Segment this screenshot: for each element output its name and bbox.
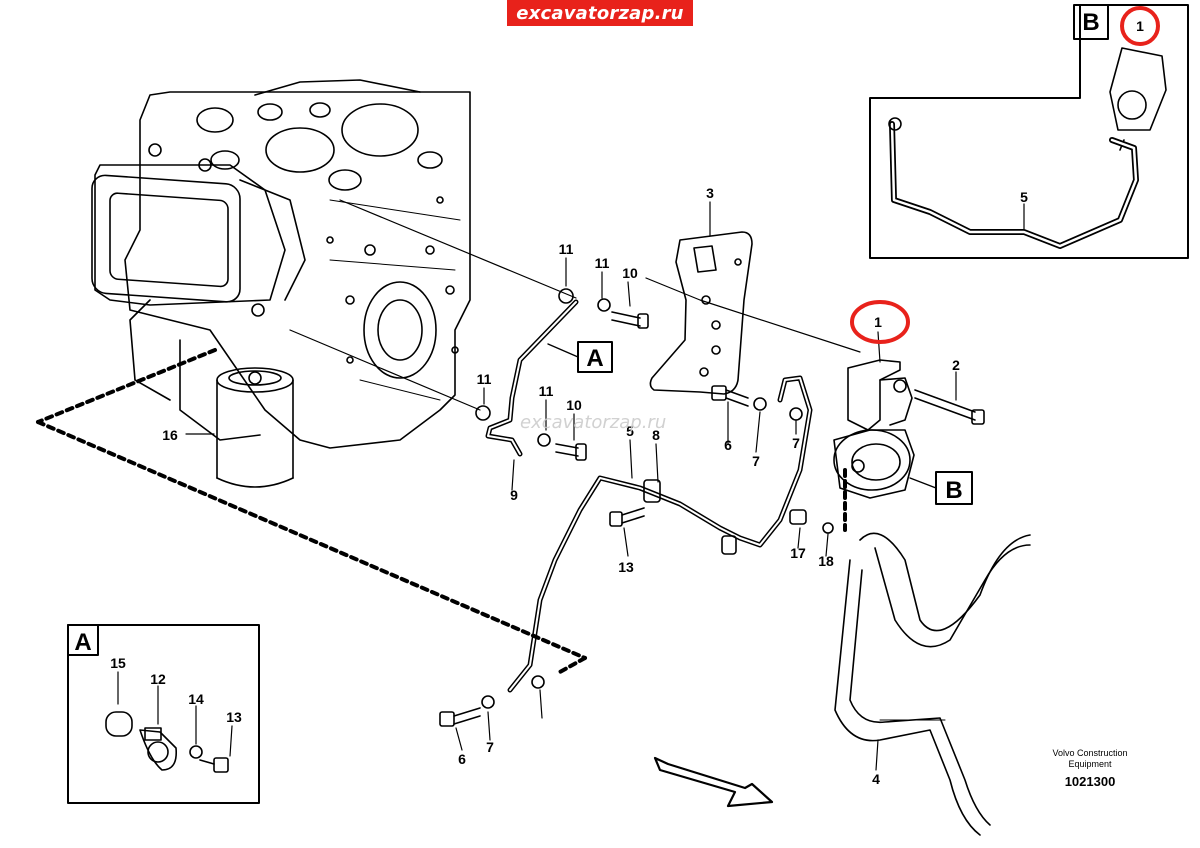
oil-cooler	[91, 143, 306, 317]
inset-view-b	[869, 4, 1189, 259]
bolt-10-lower	[475, 405, 587, 461]
bolt-6-upper	[711, 385, 803, 421]
callout-4: 4	[872, 771, 880, 787]
engine-block	[124, 79, 471, 449]
callout-1-inset: 1	[1136, 18, 1144, 34]
callout-11-b: 11	[595, 255, 610, 271]
callout-7-c: 7	[486, 739, 494, 755]
callout-6-lower: 6	[458, 751, 466, 767]
callout-leaders	[117, 201, 1025, 771]
clamp-8	[643, 479, 661, 503]
callout-5-inset: 5	[1020, 189, 1028, 205]
callout-7-b: 7	[792, 435, 800, 451]
pipe-5-inner	[509, 377, 811, 691]
drive-belt	[834, 532, 1031, 836]
highlight-ring-inset	[1120, 6, 1160, 46]
drawing-credit: Volvo Construction Equipment 1021300	[1030, 748, 1150, 789]
callout-2: 2	[952, 357, 960, 373]
inset-b-title: B	[1082, 9, 1099, 36]
view-b-label: B	[945, 477, 962, 504]
callout-13-main: 13	[618, 559, 634, 575]
callout-7-a: 7	[752, 453, 760, 469]
callout-14: 14	[188, 691, 204, 707]
oil-filter	[216, 367, 294, 488]
callout-17: 17	[790, 545, 806, 561]
inset-a-title: A	[74, 629, 91, 656]
callout-12: 12	[150, 671, 166, 687]
callout-1-main: 1	[874, 314, 882, 330]
view-a-label: A	[586, 345, 603, 372]
view-a-marker	[547, 341, 613, 373]
credit-company: Volvo Construction	[1052, 748, 1128, 758]
view-b-marker	[909, 471, 973, 505]
callout-11-a: 11	[559, 241, 574, 257]
leader-lines	[289, 199, 861, 411]
credit-company-line2: Equipment	[1068, 759, 1112, 769]
pump-unit	[833, 359, 915, 499]
bolt-6-lower	[439, 675, 545, 727]
bolt-10-upper	[558, 288, 649, 329]
direction-arrow	[653, 756, 774, 808]
callout-8: 8	[652, 427, 660, 443]
callout-11-d: 11	[539, 383, 554, 399]
highlight-ring-main	[850, 300, 910, 344]
projection-dashes	[36, 348, 847, 674]
bolt-2	[914, 389, 985, 425]
callout-15: 15	[110, 655, 126, 671]
site-watermark-faint: excavatorzap.ru	[520, 412, 667, 433]
callout-6-upper: 6	[724, 437, 732, 453]
fitting-end	[721, 535, 737, 555]
callout-18: 18	[818, 553, 834, 569]
callout-9: 9	[510, 487, 518, 503]
bolt-13	[609, 507, 645, 527]
callout-3: 3	[706, 185, 714, 201]
callout-10-lower: 10	[566, 397, 582, 413]
callout-16: 16	[162, 427, 178, 443]
drawing-number: 1021300	[1064, 774, 1116, 789]
callout-11-c: 11	[477, 371, 492, 387]
pipe-9-inner	[487, 301, 577, 455]
inset-view-a	[67, 624, 260, 804]
site-watermark[interactable]: excavatorzap.ru	[507, 0, 693, 26]
callout-5-main: 5	[626, 423, 634, 439]
callout-10-upper: 10	[622, 265, 638, 281]
bracket-plate	[649, 231, 753, 395]
callout-13-inset: 13	[226, 709, 242, 725]
fitting-17	[789, 509, 834, 534]
